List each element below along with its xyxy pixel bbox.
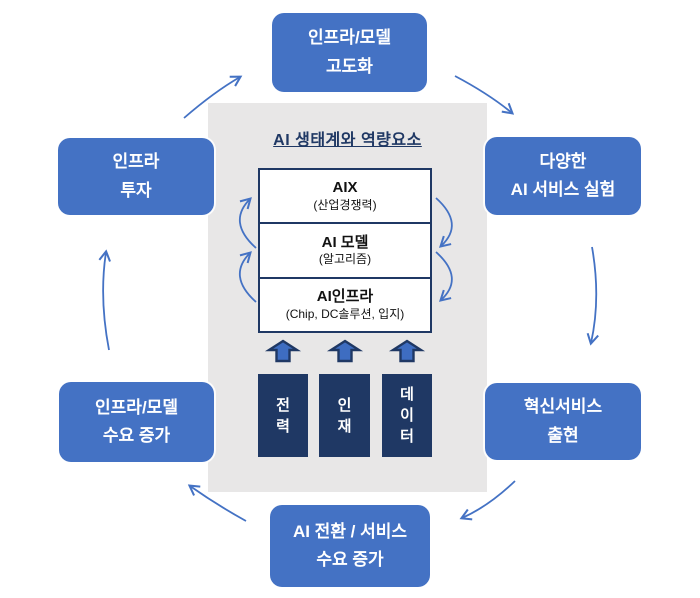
resource-talent: 인재 [319,374,370,457]
node-diverse-ai-service-experiments: 다양한 AI 서비스 실험 [485,137,641,215]
node-infra-model-demand-increase: 인프라/모델 수요 증가 [59,382,214,462]
layer-title: AI인프라 [316,287,374,305]
node-line: AI 서비스 실험 [510,180,616,199]
panel-title: AI 생태계와 역량요소 [273,132,422,149]
node-innovative-service-emergence: 혁신서비스 출현 [485,383,641,460]
resource-electric-power: 전력 [258,374,308,457]
layer-ai-model: AI 모델 (알고리즘) [260,224,430,279]
node-line: 혁신서비스 [523,397,603,417]
node-infra-model-advancement: 인프라/모델 고도화 [272,13,427,92]
layer-subtitle: (Chip, DC솔루션, 입지) [285,306,405,321]
node-line: 고도화 [326,56,373,76]
resource-label: 인재 [337,396,352,435]
curved-arrow-righttop-to-rightbottom-icon [586,246,599,346]
layer-ai-infra: AI인프라 (Chip, DC솔루션, 입지) [260,279,430,331]
node-line: 인프라/모델 [308,28,391,48]
node-line: 인프라/모델 [95,397,178,417]
node-line: 수요 증가 [102,426,171,445]
node-infra-investment: 인프라 투자 [58,138,214,215]
node-line: 투자 [120,180,152,200]
curved-arrow-leftbottom-to-lefttop-icon [98,249,111,351]
resource-label: 데이터 [400,386,414,445]
node-line: 다양한 [539,151,587,171]
resource-data: 데이터 [382,374,432,457]
layer-title: AI 모델 [321,233,369,251]
node-line: AI 전환 / 서비스 [292,521,408,541]
node-ai-transition-service-demand: AI 전환 / 서비스 수요 증가 [270,505,430,587]
resource-label: 전력 [276,396,290,435]
layer-title: AIX [332,179,358,197]
layer-subtitle: (알고리즘) [318,252,372,267]
layer-aix: AIX (산업경쟁력) [260,170,430,225]
node-line: 인프라 [112,152,160,172]
layer-subtitle: (산업경쟁력) [313,198,377,213]
node-line: 수요 증가 [316,550,384,569]
capability-stack: AIX (산업경쟁력) AI 모델 (알고리즘) AI인프라 (Chip, DC… [258,168,432,333]
node-line: 출현 [547,425,579,445]
